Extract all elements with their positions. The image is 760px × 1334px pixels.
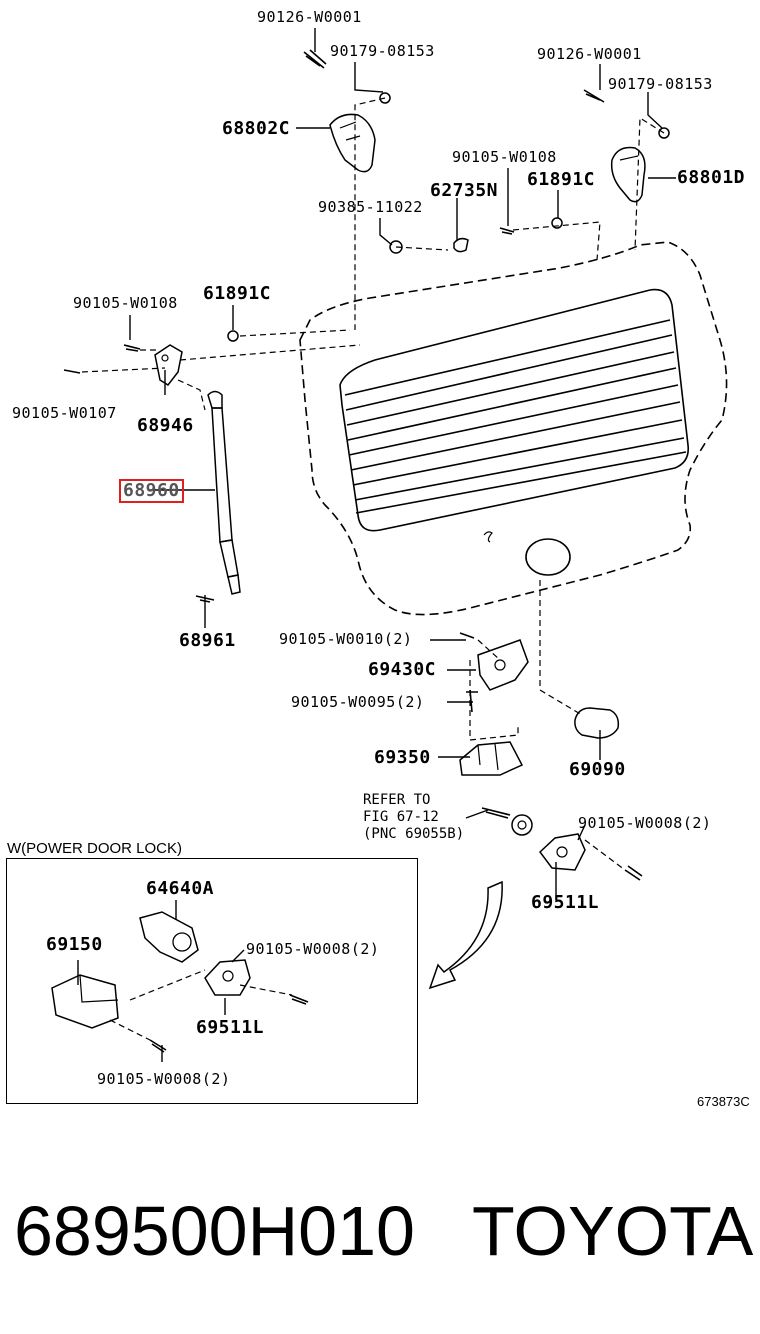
bracket-68946-shape xyxy=(154,344,183,386)
label-cover-69511l-inset[interactable]: 69511L xyxy=(196,1017,265,1038)
label-bolt-68961[interactable]: 68961 xyxy=(179,630,236,651)
back-door-panel xyxy=(299,241,728,616)
hinge-68802c-shape xyxy=(329,113,376,173)
label-bolt-90105-w0008-inset-bottom[interactable]: 90105-W0008(2) xyxy=(97,1070,231,1088)
switch-64640a-shape xyxy=(139,911,199,963)
striker-69350-shape xyxy=(459,741,524,776)
label-screw-90105-w0108-top[interactable]: 90105-W0108 xyxy=(452,148,557,166)
refer-note: REFER TO FIG 67-12 (PNC 69055B) xyxy=(363,792,465,842)
label-nut-90385[interactable]: 90385-11022 xyxy=(318,198,423,216)
label-switch-64640a[interactable]: 64640A xyxy=(146,878,215,899)
hinge-68801d-shape xyxy=(610,146,646,203)
label-nut-61891c-left[interactable]: 61891C xyxy=(203,283,272,304)
cover-69511l-right-shape xyxy=(538,833,586,871)
back-door-glass xyxy=(339,288,690,532)
emblem-recess xyxy=(525,538,571,576)
label-clip-62735n[interactable]: 62735N xyxy=(430,180,499,201)
power-door-lock-inset xyxy=(6,858,418,1104)
label-striker-69350[interactable]: 69350 xyxy=(374,747,431,768)
back-door-stay xyxy=(207,390,241,595)
footer-brand: TOYOTA xyxy=(472,1192,754,1270)
label-hinge-68802c[interactable]: 68802C xyxy=(222,118,291,139)
cover-69511l-inset-shape xyxy=(204,959,251,996)
label-bracket-68946[interactable]: 68946 xyxy=(137,415,194,436)
label-hinge-68801d[interactable]: 68801D xyxy=(677,167,746,188)
footer-part-number: 689500H010 xyxy=(14,1192,415,1270)
label-bolt-90105-w0095[interactable]: 90105-W0095(2) xyxy=(291,693,425,711)
label-bolt-90105-w0010[interactable]: 90105-W0010(2) xyxy=(279,630,413,648)
label-nut-61891c-top[interactable]: 61891C xyxy=(527,169,596,190)
drawing-number: 673873C xyxy=(697,1094,750,1109)
label-bolt-90105-w0008-inset-top[interactable]: 90105-W0008(2) xyxy=(246,940,380,958)
label-bolt-90105-w0008-right[interactable]: 90105-W0008(2) xyxy=(578,814,712,832)
label-screw-90105-w0108-left[interactable]: 90105-W0108 xyxy=(73,294,178,312)
label-motor-69150[interactable]: 69150 xyxy=(46,934,103,955)
label-lock-69430c[interactable]: 69430C xyxy=(368,659,437,680)
arrow xyxy=(428,880,503,990)
label-stay-68960-highlighted[interactable]: 68960 xyxy=(119,479,184,503)
label-nut-90179-right[interactable]: 90179-08153 xyxy=(608,75,713,93)
pad-69090-shape xyxy=(574,707,620,739)
label-nut-90179-left[interactable]: 90179-08153 xyxy=(330,42,435,60)
label-bolt-90126-right[interactable]: 90126-W0001 xyxy=(537,45,642,63)
label-bolt-90126-left[interactable]: 90126-W0001 xyxy=(257,8,362,26)
defogger-lines xyxy=(344,319,687,514)
inset-title: W(POWER DOOR LOCK) xyxy=(7,840,182,857)
label-cover-69511l-right[interactable]: 69511L xyxy=(531,892,600,913)
lock-69430c-shape xyxy=(477,639,529,691)
label-pad-69090[interactable]: 69090 xyxy=(569,759,626,780)
label-screw-90105-w0107[interactable]: 90105-W0107 xyxy=(12,404,117,422)
